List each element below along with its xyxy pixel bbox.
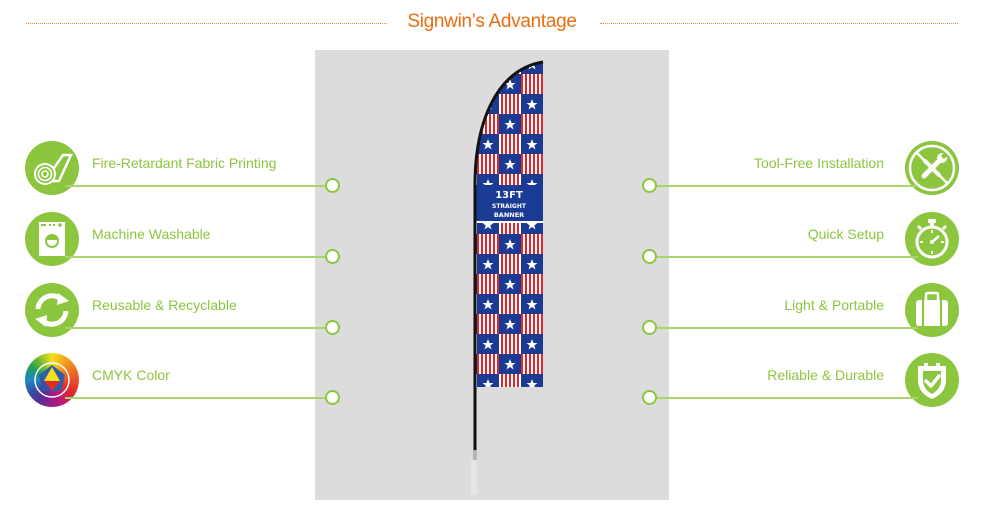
banner-label-word: BANNER — [494, 211, 524, 219]
section-title: Signwin’s Advantage — [407, 11, 577, 32]
feature-label: Quick Setup — [807, 226, 884, 242]
feature-label: Reusable & Recyclable — [92, 297, 237, 313]
connector-dot — [642, 249, 657, 264]
connector-line — [656, 327, 918, 329]
connector-dot — [642, 390, 657, 405]
feature-tool-free-installation: Tool-Free Installation — [642, 141, 962, 195]
feature-label: Light & Portable — [784, 297, 884, 313]
connector-line — [656, 397, 918, 399]
title-divider-left — [26, 23, 387, 24]
feature-label: Tool-Free Installation — [754, 155, 884, 171]
feature-reusable-recyclable: Reusable & Recyclable — [25, 283, 345, 337]
feather-flag-image: 13FT STRAIGHT BANNER — [471, 60, 544, 495]
feature-machine-washable: Machine Washable — [25, 212, 345, 266]
connector-line — [65, 256, 325, 258]
connector-line — [65, 327, 325, 329]
title-divider-right — [600, 23, 958, 24]
feature-light-portable: Light & Portable — [642, 283, 962, 337]
washing-machine-icon — [25, 212, 79, 266]
connector-dot — [642, 178, 657, 193]
color-wheel-icon — [25, 353, 79, 407]
connector-line — [656, 256, 918, 258]
feature-cmyk-color: CMYK Color — [25, 353, 345, 407]
connector-dot — [325, 249, 340, 264]
feature-reliable-durable: Reliable & Durable — [642, 353, 962, 407]
banner-label-type: STRAIGHT — [492, 203, 527, 210]
feature-label: Machine Washable — [92, 226, 211, 242]
feature-label: Fire-Retardant Fabric Printing — [92, 155, 277, 171]
connector-dot — [325, 178, 340, 193]
feature-label: Reliable & Durable — [767, 367, 884, 383]
connector-dot — [325, 320, 340, 335]
banner-label-size: 13FT — [495, 190, 523, 201]
connector-line — [65, 397, 325, 399]
feature-quick-setup: Quick Setup — [642, 212, 962, 266]
connector-dot — [642, 320, 657, 335]
feature-fire-retardant: Fire-Retardant Fabric Printing — [25, 141, 345, 195]
connector-dot — [325, 390, 340, 405]
connector-line — [656, 185, 918, 187]
section-header: Signwin’s Advantage — [0, 0, 984, 46]
connector-line — [65, 185, 325, 187]
feature-label: CMYK Color — [92, 367, 170, 383]
